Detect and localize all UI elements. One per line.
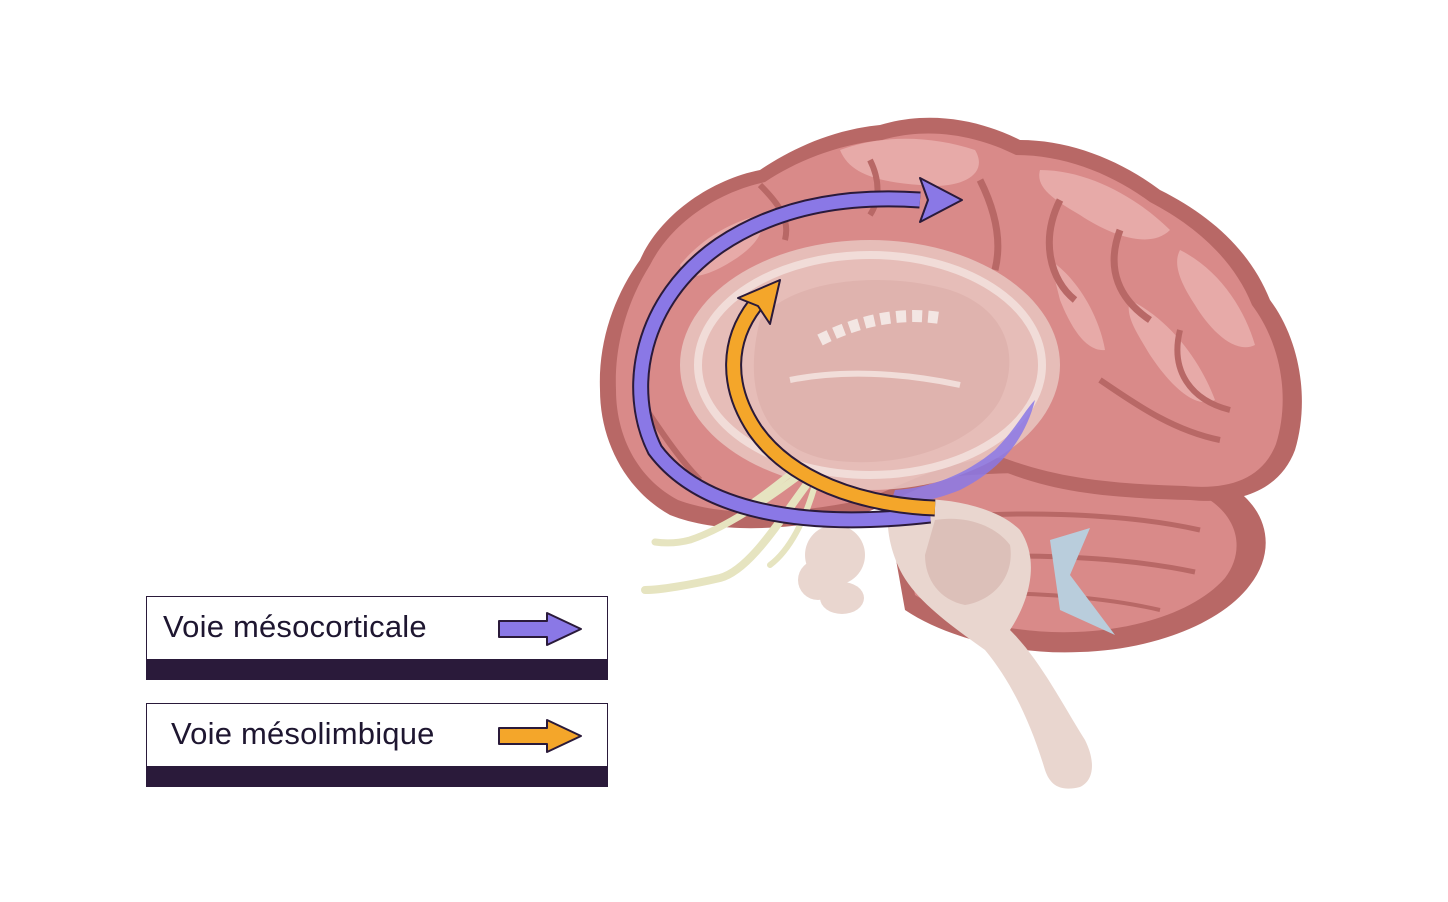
legend-bar	[147, 766, 607, 786]
legend-label-mesolimbic: Voie mésolimbique	[171, 716, 435, 752]
pituitary-gland	[798, 525, 865, 614]
legend-label-mesocortical: Voie mésocorticale	[163, 609, 427, 645]
legend-item-mesolimbic: Voie mésolimbique	[146, 703, 608, 787]
legend-arrow-mesocortical-icon	[497, 611, 583, 647]
legend-item-mesocortical: Voie mésocorticale	[146, 596, 608, 680]
legend-bar	[147, 659, 607, 679]
legend-arrow-mesolimbic-icon	[497, 718, 583, 754]
